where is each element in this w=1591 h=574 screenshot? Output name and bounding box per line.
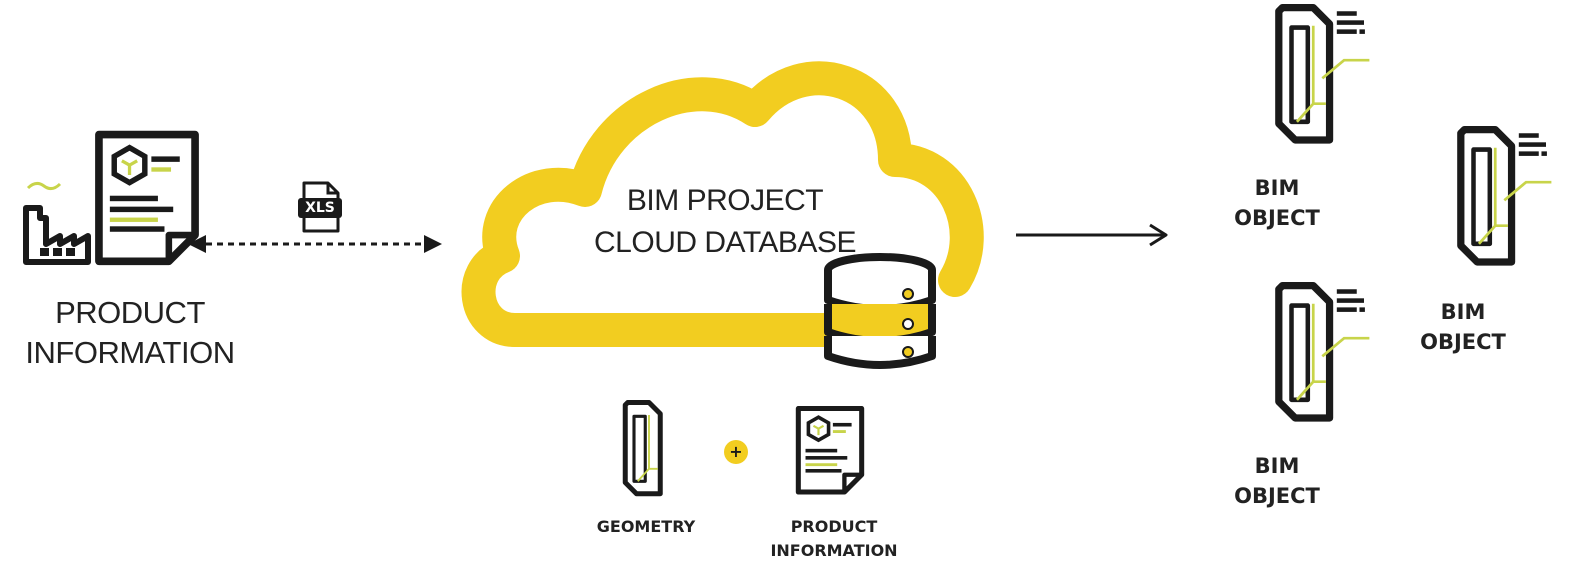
factory-icon — [23, 181, 91, 265]
database-icon — [824, 253, 936, 369]
geometry-label: GEOMETRY — [596, 517, 696, 536]
geometry-icon — [622, 400, 663, 497]
product-info-label-line2: INFORMATION — [770, 541, 898, 560]
bim-object-label-line2: OBJECT — [1234, 484, 1320, 508]
plus-badge: + — [724, 440, 748, 464]
cloud-icon — [461, 61, 984, 347]
product-sheet-icon — [92, 128, 202, 270]
source-label: PRODUCT INFORMATION — [10, 293, 250, 373]
source-label-line1: PRODUCT — [55, 295, 205, 330]
bim-object-label: BIM OBJECT — [1222, 173, 1332, 233]
bim-object-label: BIM OBJECT — [1408, 297, 1518, 357]
xls-file-icon: XLS — [298, 180, 342, 234]
plus-symbol: + — [729, 442, 743, 461]
product-info-label-line1: PRODUCT — [790, 517, 878, 536]
source-label-line2: INFORMATION — [25, 335, 235, 370]
bim-object-label: BIM OBJECT — [1222, 451, 1332, 511]
sync-dashed-arrow — [188, 235, 442, 253]
bim-object-icon — [1398, 126, 1578, 271]
product-info-label: PRODUCT INFORMATION — [752, 515, 916, 563]
bim-object-icon — [1216, 282, 1396, 427]
cloud-label-line1: BIM PROJECT — [626, 184, 824, 217]
bim-object-icon — [1216, 4, 1396, 149]
bim-object-label-line1: BIM — [1440, 300, 1486, 324]
output-arrow — [1016, 223, 1168, 247]
product-info-icon — [794, 404, 866, 498]
bim-object-label-line2: OBJECT — [1234, 206, 1320, 230]
xls-badge-text: XLS — [305, 200, 335, 216]
bim-object-label-line2: OBJECT — [1420, 330, 1506, 354]
bim-object-label-line1: BIM — [1254, 176, 1300, 200]
cloud-label-line2: CLOUD DATABASE — [594, 226, 856, 259]
cloud-label: BIM PROJECT CLOUD DATABASE — [560, 180, 890, 264]
bim-object-label-line1: BIM — [1254, 454, 1300, 478]
